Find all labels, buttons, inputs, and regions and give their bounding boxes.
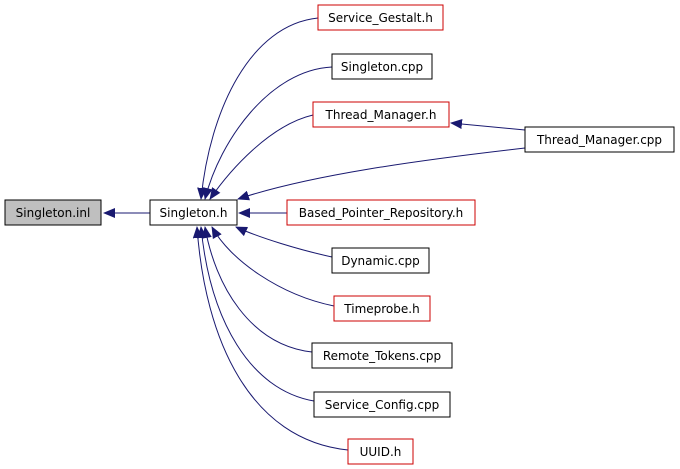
nodes: Singleton.inl Singleton.h Service_Gestal… — [4, 4, 675, 465]
node-timeprobe-h[interactable]: Timeprobe.h — [333, 295, 431, 322]
node-label: Service_Gestalt.h — [328, 11, 433, 25]
node-label: Based_Pointer_Repository.h — [299, 206, 463, 220]
node-singleton-cpp[interactable]: Singleton.cpp — [331, 53, 433, 80]
edge-uuid-to-singleton-h — [192, 226, 349, 451]
node-service-gestalt-h[interactable]: Service_Gestalt.h — [317, 4, 444, 31]
node-label: Timeprobe.h — [343, 302, 419, 316]
node-label: Dynamic.cpp — [341, 254, 420, 268]
node-thread-manager-h[interactable]: Thread_Manager.h — [312, 101, 450, 128]
node-label: Singleton.cpp — [341, 60, 423, 74]
node-based-pointer-repository-h[interactable]: Based_Pointer_Repository.h — [286, 199, 476, 226]
node-label: UUID.h — [360, 445, 402, 459]
node-label: Singleton.h — [160, 206, 228, 220]
edge-thread-manager-cpp-to-thread-manager-h — [450, 119, 526, 131]
node-remote-tokens-cpp[interactable]: Remote_Tokens.cpp — [311, 342, 453, 369]
node-service-config-cpp[interactable]: Service_Config.cpp — [313, 391, 451, 418]
edge-dynamic-cpp-to-singleton-h — [235, 226, 333, 258]
edge-thread-manager-cpp-to-singleton-h — [237, 147, 526, 201]
edge-timeprobe-to-singleton-h — [211, 226, 335, 307]
edge-singleton-cpp-to-singleton-h — [202, 66, 333, 200]
edge-remote-tokens-to-singleton-h — [201, 226, 313, 353]
node-label: Singleton.inl — [16, 206, 91, 220]
edge-service-gestalt-to-singleton-h — [197, 17, 319, 200]
node-dynamic-cpp[interactable]: Dynamic.cpp — [331, 247, 430, 274]
node-label: Remote_Tokens.cpp — [323, 349, 441, 363]
edges — [103, 17, 526, 451]
node-singleton-inl: Singleton.inl — [4, 199, 102, 226]
edge-thread-manager-h-to-singleton-h — [209, 114, 314, 200]
node-label: Thread_Manager.h — [325, 108, 437, 122]
node-singleton-h[interactable]: Singleton.h — [149, 199, 238, 226]
node-label: Service_Config.cpp — [325, 398, 440, 412]
edge-service-config-to-singleton-h — [197, 226, 315, 402]
node-thread-manager-cpp[interactable]: Thread_Manager.cpp — [524, 126, 675, 153]
node-uuid-h[interactable]: UUID.h — [347, 438, 414, 465]
node-label: Thread_Manager.cpp — [536, 133, 662, 147]
